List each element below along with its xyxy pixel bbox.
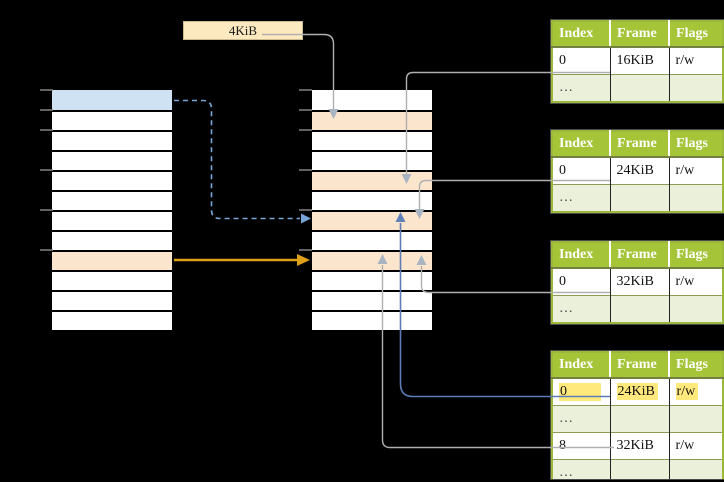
cell-frame bbox=[609, 405, 670, 433]
arrowhead-right bbox=[297, 254, 310, 266]
table-row-ellipsis: … bbox=[552, 74, 723, 102]
cell-frame: 24KiB bbox=[609, 157, 670, 185]
memory-column-middle bbox=[312, 90, 432, 330]
col-header-flags: Flags bbox=[668, 131, 723, 158]
cell-frame bbox=[609, 295, 670, 323]
col-header-flags: Flags bbox=[668, 21, 723, 48]
memory-row-orange bbox=[52, 250, 172, 270]
cell-frame bbox=[609, 459, 670, 479]
cell-flags: r/w bbox=[668, 432, 723, 460]
cell-flags: r/w bbox=[668, 378, 723, 406]
page-table-2: Index Frame Flags 0 24KiB r/w … bbox=[551, 130, 724, 213]
table-row: 0 24KiB r/w bbox=[552, 157, 723, 185]
memory-row-white bbox=[52, 230, 172, 250]
cell-frame: 24KiB bbox=[609, 378, 670, 406]
memory-row-white bbox=[312, 230, 432, 250]
memory-row-white bbox=[52, 150, 172, 170]
cell-frame: 32KiB bbox=[609, 268, 670, 296]
table-header-row: Index Frame Flags bbox=[552, 352, 723, 379]
col-header-flags: Flags bbox=[668, 352, 723, 379]
memory-row-blue bbox=[52, 90, 172, 110]
cell-flags bbox=[668, 74, 723, 102]
cell-flags bbox=[668, 184, 723, 212]
col-header-index: Index bbox=[552, 131, 611, 158]
cell-frame bbox=[609, 74, 670, 102]
col-header-frame: Frame bbox=[609, 242, 670, 269]
table-row: 8 32KiB r/w bbox=[552, 432, 723, 460]
table-header-row: Index Frame Flags bbox=[552, 21, 723, 48]
col-header-frame: Frame bbox=[609, 131, 670, 158]
highlight-mark: 24KiB bbox=[616, 383, 658, 400]
page-table-4: Index Frame Flags 0 24KiB r/w … 8 32KiB … bbox=[551, 351, 724, 479]
memory-row-orange bbox=[312, 250, 432, 270]
cell-flags: r/w bbox=[668, 268, 723, 296]
cell-flags: r/w bbox=[668, 157, 723, 185]
table-row-ellipsis: … bbox=[552, 405, 723, 433]
memory-row-white bbox=[52, 290, 172, 310]
cell-index: … bbox=[552, 405, 611, 433]
memory-row-white bbox=[312, 130, 432, 150]
table-header-row: Index Frame Flags bbox=[552, 242, 723, 269]
table-row: 0 32KiB r/w bbox=[552, 268, 723, 296]
memory-row-white bbox=[52, 190, 172, 210]
page-table-3: Index Frame Flags 0 32KiB r/w … bbox=[551, 241, 724, 324]
cell-index: … bbox=[552, 184, 611, 212]
arrowhead-right bbox=[301, 213, 311, 224]
cell-frame: 32KiB bbox=[609, 432, 670, 460]
memory-row-white bbox=[52, 210, 172, 230]
table-row-highlighted: 0 24KiB r/w bbox=[552, 378, 723, 406]
table-header-row: Index Frame Flags bbox=[552, 131, 723, 158]
table-row-ellipsis: … bbox=[552, 184, 723, 212]
cell-frame: 16KiB bbox=[609, 47, 670, 75]
memory-row-white bbox=[312, 270, 432, 290]
table-row-ellipsis: … bbox=[552, 459, 723, 479]
cell-flags bbox=[668, 295, 723, 323]
cell-index: … bbox=[552, 74, 611, 102]
page-size-label: 4KiB bbox=[183, 21, 303, 40]
cell-flags bbox=[668, 405, 723, 433]
cell-flags bbox=[668, 459, 723, 479]
memory-row-white bbox=[52, 270, 172, 290]
cell-index: 0 bbox=[559, 53, 566, 68]
memory-row-white bbox=[52, 310, 172, 330]
memory-row-white bbox=[312, 310, 432, 330]
memory-row-white bbox=[52, 130, 172, 150]
memory-row-white bbox=[312, 150, 432, 170]
memory-row-white bbox=[312, 90, 432, 110]
col-header-index: Index bbox=[552, 352, 611, 379]
table-row-ellipsis: … bbox=[552, 295, 723, 323]
cell-index: 8 bbox=[552, 432, 611, 460]
memory-row-white bbox=[312, 290, 432, 310]
memory-row-white bbox=[312, 190, 432, 210]
arrow-dashed-translation bbox=[174, 99, 300, 220]
memory-column-left bbox=[52, 90, 172, 330]
col-header-index: Index bbox=[552, 242, 611, 269]
highlight-mark: r/w bbox=[675, 383, 699, 400]
table-row: 0 16KiB r/w bbox=[552, 47, 723, 75]
col-header-index: Index bbox=[552, 21, 611, 48]
memory-row-white bbox=[52, 170, 172, 190]
col-header-frame: Frame bbox=[609, 352, 670, 379]
cell-index: 0 bbox=[552, 378, 610, 406]
memory-row-white bbox=[52, 110, 172, 130]
col-header-flags: Flags bbox=[668, 242, 723, 269]
page-size-text: 4KiB bbox=[228, 22, 258, 38]
memory-row-orange bbox=[312, 170, 432, 190]
memory-row-orange bbox=[312, 210, 432, 230]
page-table-1: Index Frame Flags 0 16KiB r/w … bbox=[551, 20, 724, 103]
cell-index: 0 bbox=[559, 163, 566, 178]
cell-index: 0 bbox=[559, 274, 566, 289]
cell-index: … bbox=[552, 295, 611, 323]
cell-index: … bbox=[552, 459, 611, 479]
col-header-frame: Frame bbox=[609, 21, 670, 48]
memory-row-orange bbox=[312, 110, 432, 130]
cell-frame bbox=[609, 184, 670, 212]
highlight-mark: 0 bbox=[559, 383, 601, 401]
cell-flags: r/w bbox=[668, 47, 723, 75]
